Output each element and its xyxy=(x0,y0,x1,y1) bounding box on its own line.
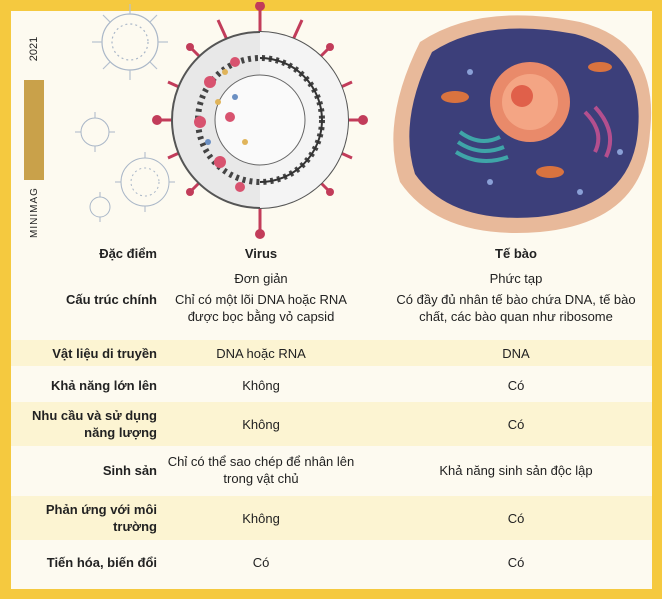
brand-label: MINIMAG xyxy=(28,186,40,238)
virus-cross-section-icon xyxy=(152,2,368,239)
table-row: Phản ứng với môi trường Không Có xyxy=(11,496,652,540)
row-cell-value: Khả năng sinh sản độc lập xyxy=(439,462,593,478)
row-feature: Khả năng lớn lên xyxy=(50,377,157,393)
brand-label-wrap: MINIMAG xyxy=(20,182,48,242)
gold-bar xyxy=(24,80,44,180)
row-feature: Vật liệu di truyền xyxy=(52,345,157,361)
row-cell-value: Phức tạp Có đầy đủ nhân tế bào chứa DNA,… xyxy=(381,270,651,325)
row-cell-value: Có xyxy=(507,510,525,526)
row-virus-value: DNA hoặc RNA xyxy=(216,345,306,361)
row-cell-value: Có xyxy=(507,416,525,432)
table-row: Sinh sản Chỉ có thể sao chép để nhân lên… xyxy=(11,448,652,492)
small-virus-icon xyxy=(92,4,168,80)
row-cell-value: DNA xyxy=(502,345,530,361)
year-label-wrap: 2021 xyxy=(20,22,48,76)
row-virus-value: Chỉ có thể sao chép để nhân lên trong vậ… xyxy=(167,454,355,486)
row-cell-value: Có xyxy=(507,554,525,570)
row-cell-value: Có xyxy=(507,377,525,393)
row-virus-value: Không xyxy=(242,377,280,393)
row-virus-value: Đơn giản Chỉ có một lõi DNA hoặc RNA đượ… xyxy=(161,270,361,325)
virus-and-cell-illustration xyxy=(75,2,652,239)
row-feature: Nhu cầu và sử dụng năng lượng xyxy=(32,408,157,440)
header-feature: Đặc điểm xyxy=(99,245,157,261)
header-cell: Tế bào xyxy=(495,245,537,261)
table-row: Nhu cầu và sử dụng năng lượng Không Có xyxy=(11,402,652,446)
row-feature: Phản ứng với môi trường xyxy=(45,502,157,534)
sidebar-strip: 2021 MINIMAG xyxy=(20,22,48,237)
row-virus-value: Không xyxy=(242,510,280,526)
small-virus-icon xyxy=(89,192,111,222)
small-virus-icon xyxy=(115,152,175,212)
row-feature: Cấu trúc chính xyxy=(65,291,157,307)
animal-cell-icon xyxy=(393,15,652,233)
year-label: 2021 xyxy=(27,36,40,62)
small-virus-icon xyxy=(75,112,115,152)
row-feature: Tiến hóa, biến đổi xyxy=(46,554,157,570)
table-row: Vật liệu di truyền DNA hoặc RNA DNA xyxy=(11,340,652,366)
row-virus-line: Đơn giản xyxy=(234,271,288,286)
table-header-row: Đặc điểm Virus Tế bào xyxy=(11,242,652,264)
row-cell-line: Phức tạp xyxy=(489,271,543,286)
table-row: Tiến hóa, biến đổi Có Có xyxy=(11,544,652,580)
table-row: Cấu trúc chính Đơn giản Chỉ có một lõi D… xyxy=(11,264,652,334)
row-cell-line: Có đầy đủ nhân tế bào chứa DNA, tế bào c… xyxy=(396,292,636,324)
table-row: Khả năng lớn lên Không Có xyxy=(11,372,652,398)
row-virus-value: Không xyxy=(242,416,280,432)
row-virus-value: Có xyxy=(252,554,270,570)
header-virus: Virus xyxy=(244,245,278,261)
row-feature: Sinh sản xyxy=(102,462,157,478)
row-virus-line: Chỉ có một lõi DNA hoặc RNA được bọc bằn… xyxy=(175,292,347,324)
